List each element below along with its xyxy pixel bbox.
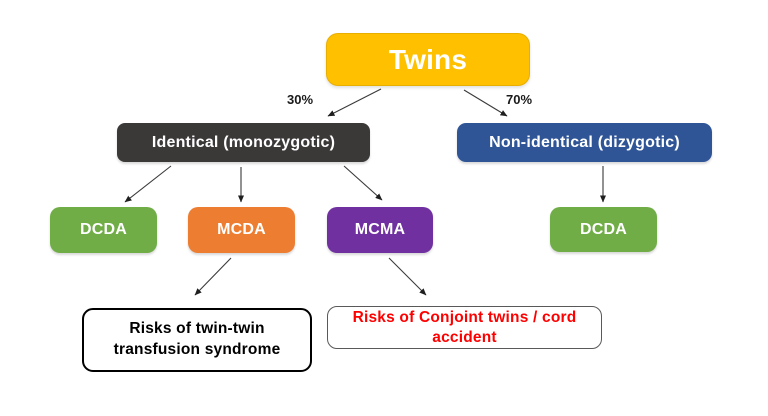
- arrow-identical-to-mcma: [343, 165, 383, 201]
- arrow-mcma-to-conjoint: [388, 257, 427, 296]
- nonidentical-dizygotic-node: Non-identical (dizygotic): [457, 123, 712, 162]
- arrow-twins-to-nonidentical: [463, 89, 508, 117]
- dcda-node-right: DCDA: [550, 207, 657, 252]
- arrow-identical-to-dcda: [124, 165, 172, 203]
- risk-twin-twin-transfusion-node: Risks of twin-twin transfusion syndrome: [82, 308, 312, 372]
- arrow-mcda-to-ttts: [194, 257, 232, 296]
- twins-root-node: Twins: [326, 33, 530, 86]
- identical-monozygotic-node: Identical (monozygotic): [117, 123, 370, 162]
- branch-percentage-right: 70%: [506, 92, 533, 107]
- branch-percentage-left: 30%: [287, 92, 314, 107]
- dcda-node-left: DCDA: [50, 207, 157, 253]
- arrow-twins-to-identical: [327, 88, 382, 117]
- mcda-node: MCDA: [188, 207, 295, 253]
- risk-conjoint-twins-cord-accident-node: Risks of Conjoint twins / cord accident: [327, 306, 602, 349]
- mcma-node: MCMA: [327, 207, 433, 253]
